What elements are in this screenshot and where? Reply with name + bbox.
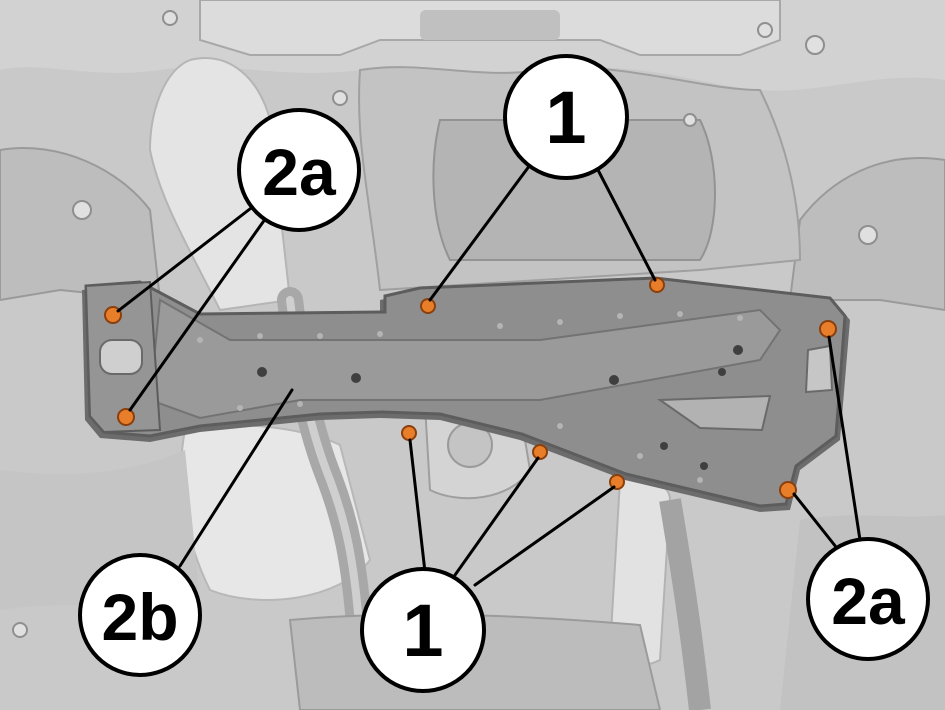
leader-1-top-left: [428, 163, 532, 302]
callout-label-1-bottom: 1: [402, 589, 443, 672]
brace-rivet: [197, 337, 203, 343]
brace-rivet: [377, 331, 383, 337]
brace-holes: [257, 345, 743, 470]
exhaust-pipe-right: [659, 498, 711, 710]
body-bolt: [162, 10, 178, 26]
brace-rivet: [697, 477, 703, 483]
brace-rivet: [617, 313, 623, 319]
leader-2b: [178, 388, 294, 568]
callout-circle: [237, 108, 361, 232]
callout-circle: [78, 553, 202, 677]
callout-label-1-top: 1: [545, 76, 586, 159]
bolt-1-bottom-b: [532, 444, 548, 460]
callout-circle: [806, 537, 930, 661]
brace-hole: [351, 373, 361, 383]
callouts: 1 2a 2b 1 2a: [78, 54, 930, 693]
callout-2a-left: 2a: [237, 108, 361, 232]
brace-left-ear-cutout: [99, 339, 143, 375]
leader-1-bottom-b: [453, 456, 540, 577]
callout-1-top: 1: [503, 54, 629, 180]
callout-2a-right: 2a: [806, 537, 930, 661]
bolt-2a-right-upper: [819, 320, 837, 338]
callout-circle: [360, 567, 486, 693]
brace-rivet: [297, 401, 303, 407]
brace-rivets: [197, 311, 743, 483]
bolt-1-top-right: [649, 277, 665, 293]
brace-rivet: [317, 333, 323, 339]
brace-hole: [718, 368, 726, 376]
brace-rivet: [237, 405, 243, 411]
bolt-2a-left-lower: [117, 408, 135, 426]
brace-center-rib: [148, 298, 782, 420]
leader-1-bottom-a: [408, 438, 427, 574]
highlighted-bolts: [104, 277, 837, 499]
brace-rivet: [497, 323, 503, 329]
brace-hole: [733, 345, 743, 355]
leader-1-bottom-c: [473, 485, 616, 587]
brace-rivet: [557, 319, 563, 325]
leader-1-top-right: [596, 168, 657, 282]
brace-rivet: [737, 315, 743, 321]
body-bolt: [805, 35, 825, 55]
brace-hole: [660, 442, 668, 450]
brace-hole: [257, 367, 267, 377]
callout-2b: 2b: [78, 553, 202, 677]
bolt-1-top-left: [420, 298, 436, 314]
brace-hole: [700, 462, 708, 470]
body-bolt: [858, 225, 878, 245]
left-heat-shield: [148, 57, 292, 312]
brace-rivet: [257, 333, 263, 339]
bolt-2a-right-lower: [779, 481, 797, 499]
oil-pan: [432, 119, 716, 261]
brace-rivet: [677, 311, 683, 317]
leader-2a-right-lower: [792, 492, 842, 554]
brace-rivet: [637, 453, 643, 459]
callout-circle: [503, 54, 629, 180]
bolt-1-bottom-a: [401, 425, 417, 441]
body-bolt: [757, 22, 773, 38]
body-bolt: [332, 90, 348, 106]
body-bolt: [12, 622, 28, 638]
body-bolt: [683, 113, 697, 127]
bolt-1-bottom-c: [609, 474, 625, 490]
underbody-brace-plate: [82, 276, 850, 512]
brace-rivet: [557, 423, 563, 429]
callout-1-bottom: 1: [360, 567, 486, 693]
leader-2a-right-upper: [827, 335, 862, 542]
brace-right-window: [656, 394, 772, 432]
callout-label-2a-left: 2a: [262, 135, 337, 209]
body-bolt: [72, 200, 92, 220]
leader-lines: [116, 163, 862, 587]
bracket-cutout: [420, 10, 560, 40]
body-fasteners: [12, 10, 878, 638]
left-subframe: [0, 147, 162, 302]
callout-label-2b: 2b: [101, 580, 178, 654]
callout-label-2a-right: 2a: [831, 564, 906, 638]
brace-right-ear-cutout: [804, 344, 834, 394]
leader-2a-left-upper: [116, 203, 257, 313]
brace-hole: [609, 375, 619, 385]
leader-2a-left-lower: [128, 213, 270, 412]
